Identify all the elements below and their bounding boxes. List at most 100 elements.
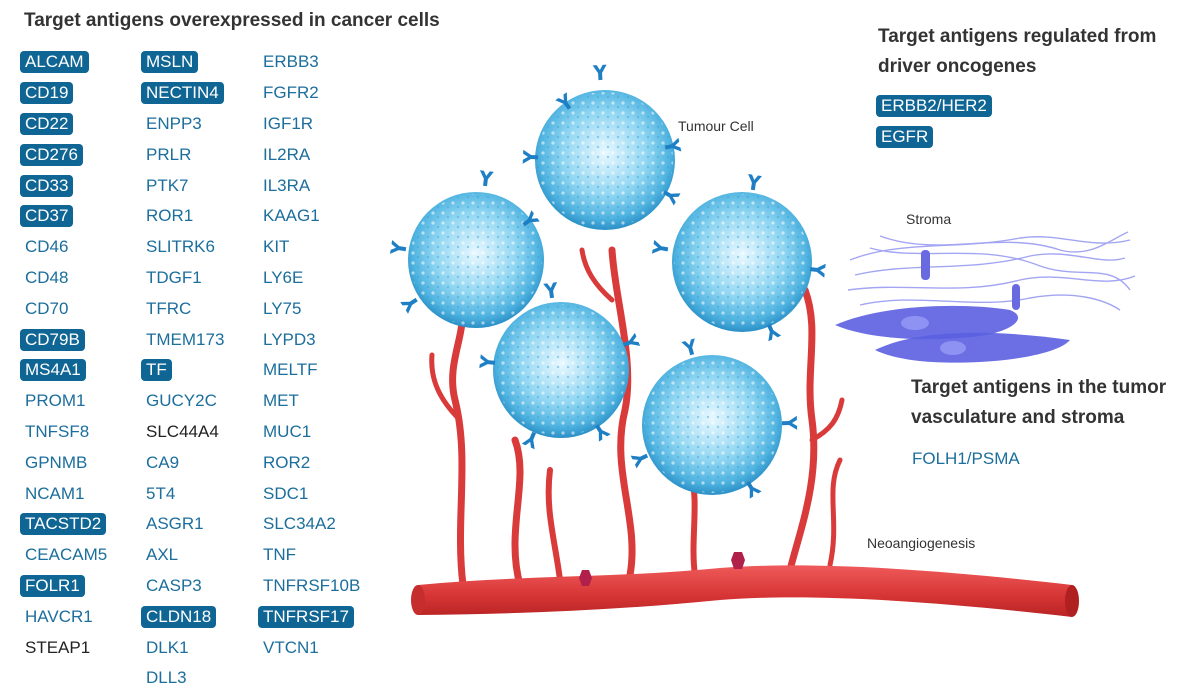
antigen-label: VTCN1 [263,637,319,657]
antigen-label: PTK7 [146,175,189,195]
receptor-icon [781,415,798,430]
tumour-cells [390,64,826,499]
antigen-label: TMEM173 [146,329,225,349]
receptor-icon [664,137,682,152]
antigen-label: PROM1 [25,391,86,411]
antigen-label-highlighted: FOLR1 [20,574,85,597]
antigen-label: LY6E [263,267,304,287]
antigen-item: ROR1 [141,201,229,232]
antigen-label: ERBB3 [263,52,319,72]
antigen-item: ROR2 [258,447,365,478]
antigen-item: LY6E [258,263,365,294]
antigen-label: CD70 [25,298,69,318]
antigen-label: CA9 [146,452,180,472]
antigen-label: FOLH1/PSMA [912,448,1020,468]
antigen-item: LY75 [258,293,365,324]
antigen-item: FOLR1 [20,571,112,602]
antigen-label: IGF1R [263,113,314,133]
antigen-label-highlighted: TNFRSF17 [258,605,354,628]
antigen-item: HAVCR1 [20,601,112,632]
antigen-label-highlighted: ALCAM [20,51,89,74]
antigen-item: TNFRSF17 [258,601,365,632]
antigen-item: KIT [258,232,365,263]
antigen-item: GUCY2C [141,386,229,417]
antigen-item: MSLN [141,47,229,78]
receptor-icon [681,338,695,356]
tumour-cell [522,64,682,230]
antigen-label: HAVCR1 [25,606,93,626]
main-blood-vessel [411,552,1079,617]
antigen-label-highlighted: CD37 [20,205,74,228]
receptor-icon [663,190,681,206]
antigen-label: 5T4 [146,483,176,503]
receptor-icon [809,263,826,278]
antigen-label-highlighted: MS4A1 [20,359,86,382]
antigen-label-highlighted: CLDN18 [141,605,217,628]
antigen-label: AXL [146,545,179,565]
antigen-item: VTCN1 [258,632,365,663]
label-stroma: Stroma [906,211,951,227]
antigen-item: PTK7 [141,170,229,201]
antigen-item: DLK1 [141,632,229,663]
antigen-label: CASP3 [146,575,202,595]
antigen-item: NCAM1 [20,478,112,509]
heading-vasculature: Target antigens in the tumor vasculature… [911,377,1167,428]
antigen-label: ROR1 [146,206,194,226]
antigen-label-highlighted: CD33 [20,174,74,197]
antigen-item: SDC1 [258,478,365,509]
antigen-item: MET [258,386,365,417]
antigen-item: KAAG1 [258,201,365,232]
antigen-item: CD79B [20,324,112,355]
antigen-label: CEACAM5 [25,545,108,565]
antigen-item: CASP3 [141,571,229,602]
antigen-label: TNF [263,545,297,565]
antigen-label: ROR2 [263,452,311,472]
antigen-item: FOLH1/PSMA [907,443,1025,474]
antigen-label: SDC1 [263,483,309,503]
antigen-item: IL3RA [258,170,365,201]
tumour-cell [390,170,544,328]
antigen-item: TNFRSF10B [258,571,365,602]
branch-vessels [429,246,845,589]
receptor-icon [767,323,782,342]
antigen-item: CLDN18 [141,601,229,632]
antigen-label: DLK1 [146,637,189,657]
antigen-label: MUC1 [263,421,312,441]
receptor-icon [555,92,572,110]
antigen-item: PRLR [141,139,229,170]
antigen-label: MELTF [263,360,318,380]
antigen-item: MUC1 [258,417,365,448]
antigen-label-highlighted: CD22 [20,112,74,135]
antigen-label: GPNMB [25,452,88,472]
antigen-label: CD48 [25,267,69,287]
receptor-icon [390,240,407,254]
antigen-item: TDGF1 [141,263,229,294]
receptor-icon [592,64,607,81]
antigen-item: CA9 [141,447,229,478]
receptor-icon [594,424,611,442]
antigen-item: EGFR [876,121,992,152]
antigen-label: STEAP1 [25,637,91,657]
antigen-label: TNFSF8 [25,421,90,441]
heading-oncogenes: Target antigens regulated from driver on… [878,26,1157,77]
antigen-item: TNF [258,540,365,571]
antigen-label: FGFR2 [263,83,319,103]
antigen-item: NECTIN4 [141,78,229,109]
receptor-icon [748,174,762,191]
antigen-label: PRLR [146,144,192,164]
antigen-label: GUCY2C [146,391,217,411]
antigen-label-highlighted: CD276 [20,143,83,166]
antigen-item: MELTF [258,355,365,386]
receptor-icon [479,170,494,187]
stroma [835,231,1136,363]
antigen-item: SLC44A4 [141,417,229,448]
vasculature-target-list: FOLH1/PSMA [907,443,1025,474]
receptor-icon [479,354,496,369]
antigen-label: LYPD3 [263,329,316,349]
antigen-item: FGFR2 [258,78,365,109]
antigen-label: TDGF1 [146,267,202,287]
antigen-item: TFRC [141,293,229,324]
receptor-icon [522,149,539,164]
